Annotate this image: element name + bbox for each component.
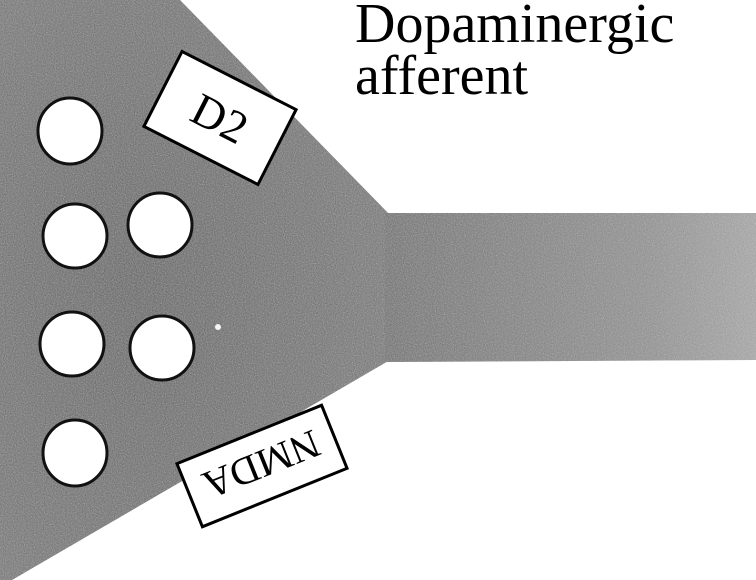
vesicle [43,204,107,268]
vesicle [43,420,107,486]
vesicle [38,98,102,164]
speck [215,324,221,330]
title-line-2: afferent [355,45,529,107]
vesicle [128,193,192,257]
vesicle [40,312,104,376]
axon-shaft [385,213,756,362]
vesicle [130,316,194,380]
